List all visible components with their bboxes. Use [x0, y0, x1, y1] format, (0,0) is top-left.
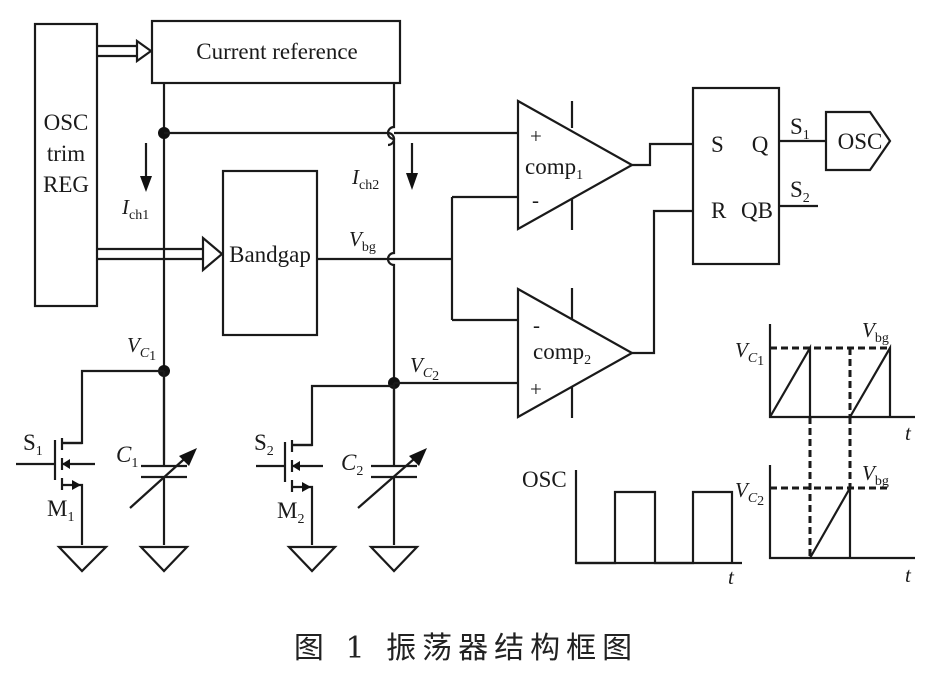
ich1-current-arrow: [140, 143, 152, 192]
ich2-label: Ich2: [351, 165, 379, 193]
vc1-ramp: [769, 343, 892, 418]
comparator-2: - + comp2: [516, 287, 635, 419]
m1-label: M1: [47, 496, 74, 525]
osc-output-port: OSC: [824, 110, 892, 172]
trim-bus-arrow-to-bandgap: [97, 235, 224, 273]
vc1-waveform-label: VC1: [735, 338, 764, 369]
m2-gate-label: S2: [254, 430, 274, 459]
s1-output-label: S1: [790, 114, 810, 143]
osc-trim-reg-block: OSC trim REG: [33, 22, 99, 308]
comparator-1: + - comp1: [516, 99, 635, 231]
osc-waveform-plot: OSC t: [522, 467, 742, 589]
ground-symbol-c1: [138, 545, 190, 573]
trim-bus-arrow-to-current-reference: [97, 38, 153, 64]
nmos-switch-m2: [256, 440, 323, 545]
variable-capacitor-c1: [129, 371, 197, 545]
vbg-label: Vbg: [349, 227, 376, 255]
vc1-label: VC1: [127, 333, 156, 364]
osc-output-label: OSC: [838, 129, 883, 154]
current-reference-label: Current reference: [196, 39, 358, 64]
osc-y-axis: [574, 470, 742, 565]
ground-symbol-m2: [286, 545, 338, 573]
vc2-to-m2-drain-wire: [292, 384, 394, 447]
latch-s-pin: S: [711, 132, 724, 157]
comp1-output-wire: [632, 142, 693, 167]
vc1-waveform-plot: VC1 Vbg t: [735, 318, 915, 445]
latch-qb-pin: QB: [741, 198, 773, 223]
osc-trim-reg-line2: trim: [47, 141, 85, 166]
m2-label: M2: [277, 498, 304, 527]
comp1-label: comp1: [525, 154, 583, 183]
nmos-switch-m1: [16, 438, 95, 545]
figure-caption: 图 1 振荡器结构框图: [294, 631, 638, 666]
latch-r-pin: R: [711, 198, 727, 223]
vc2-ramp: [809, 483, 852, 559]
ich1-label: Ich1: [121, 195, 149, 223]
bandgap-block: Bandgap: [221, 169, 319, 337]
vc2-waveform-label: VC2: [735, 478, 764, 509]
vbg-wire: [317, 195, 518, 322]
ich2-branch-wire: [386, 83, 396, 460]
vc2-vbg-label: Vbg: [862, 461, 889, 489]
osc-trim-reg-line3: REG: [43, 172, 89, 197]
vc1-vbg-label: Vbg: [862, 318, 889, 346]
comp2-minus-sign: -: [533, 313, 540, 337]
vc2-waveform-plot: VC2 Vbg t: [735, 461, 915, 587]
osc-trim-reg-line1: OSC: [44, 110, 89, 135]
current-reference-block: Current reference: [150, 19, 402, 85]
comp2-label: comp2: [533, 339, 591, 368]
vc1-to-m1-drain-wire: [62, 369, 164, 445]
ground-symbol-m1: [56, 545, 109, 573]
variable-capacitor-c2: [357, 383, 427, 545]
comp1-minus-sign: -: [532, 188, 539, 212]
comp2-output-wire: [632, 209, 693, 355]
osc-time-label: t: [728, 565, 735, 589]
osc-pulse-train: [576, 490, 734, 565]
vc2-axes: [768, 465, 915, 560]
wire-to-comp1-plus: [164, 131, 518, 147]
ich2-current-arrow: [406, 143, 418, 190]
vc2-time-label: t: [905, 563, 912, 587]
m1-gate-label: S1: [23, 430, 43, 459]
osc-waveform-label: OSC: [522, 467, 567, 492]
c2-label: C2: [341, 450, 363, 479]
vc2-label: VC2: [410, 353, 439, 384]
c1-label: C1: [116, 442, 138, 471]
comp2-plus-sign: +: [530, 377, 542, 401]
vc1-time-label: t: [905, 421, 912, 445]
comp1-plus-sign: +: [530, 124, 542, 148]
sr-latch: S R Q QB: [691, 86, 781, 266]
vc1-axes: [768, 324, 915, 419]
bandgap-label: Bandgap: [229, 242, 311, 267]
ground-symbol-c2: [368, 545, 420, 573]
latch-q-pin: Q: [752, 132, 769, 157]
s2-output-label: S2: [790, 177, 810, 206]
